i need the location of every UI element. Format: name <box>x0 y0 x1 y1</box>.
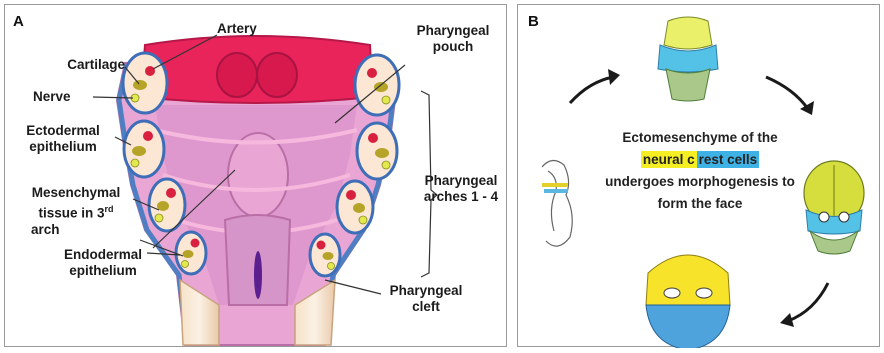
laryngeal-slit <box>254 251 262 299</box>
label-mesenchymal-line1: Mesenchymal <box>19 185 133 201</box>
label-nerve: Nerve <box>33 89 71 105</box>
label-mesenchymal-tissue: Mesenchymal tissue in 3rd arch <box>19 185 133 238</box>
arch-4-right <box>310 234 340 276</box>
panel-a: A <box>4 4 507 347</box>
label-mesenchymal-line2: tissue in 3rd <box>19 201 133 222</box>
text-line4: form the face <box>554 193 846 215</box>
label-pharyngeal-cleft: Pharyngeal cleft <box>381 283 471 315</box>
label-ectodermal-line1: Ectodermal <box>13 123 113 139</box>
label-cartilage: Cartilage <box>25 57 125 73</box>
label-mesenchymal-sup: rd <box>105 204 114 214</box>
face-bottom <box>646 255 730 348</box>
label-pharyngeal-arches: Pharyngeal arches 1 - 4 <box>413 173 509 205</box>
text-neural-crest-blue: rest cells <box>697 151 760 168</box>
arch-2-right <box>357 123 397 179</box>
label-ectodermal-epithelium: Ectodermal epithelium <box>13 123 113 155</box>
top-lumen-left <box>217 53 257 97</box>
top-lumen-right <box>257 53 297 97</box>
arch-4-left <box>176 232 206 274</box>
label-arches-line2: arches 1 - 4 <box>413 189 509 205</box>
text-neural-crest-yellow: neural c <box>641 151 697 168</box>
label-cleft-line2: cleft <box>381 299 471 315</box>
label-pouch-line1: Pharyngeal <box>401 23 505 39</box>
text-line3: undergoes morphogenesis to <box>554 171 846 193</box>
arch-1-left <box>123 53 167 113</box>
arch-1-right <box>355 55 399 115</box>
label-pharyngeal-pouch: Pharyngeal pouch <box>401 23 505 55</box>
arch-3-right <box>337 181 373 233</box>
label-endodermal-line2: epithelium <box>53 263 153 279</box>
label-mesenchymal-line3: arch <box>19 222 133 238</box>
label-ectodermal-line2: epithelium <box>13 139 113 155</box>
text-line1: Ectomesenchyme of the <box>554 127 846 149</box>
label-endodermal-line1: Endodermal <box>53 247 153 263</box>
label-arches-line1: Pharyngeal <box>413 173 509 189</box>
arch-2-left <box>124 121 164 177</box>
label-pouch-line2: pouch <box>401 39 505 55</box>
label-cleft-line1: Pharyngeal <box>381 283 471 299</box>
label-mesenchymal-text: tissue in 3 <box>38 206 104 221</box>
embryo-head-top <box>658 17 718 101</box>
label-artery: Artery <box>217 21 257 37</box>
central-swelling <box>228 133 288 217</box>
panel-b: B <box>517 4 880 347</box>
label-endodermal-epithelium: Endodermal epithelium <box>53 247 153 279</box>
